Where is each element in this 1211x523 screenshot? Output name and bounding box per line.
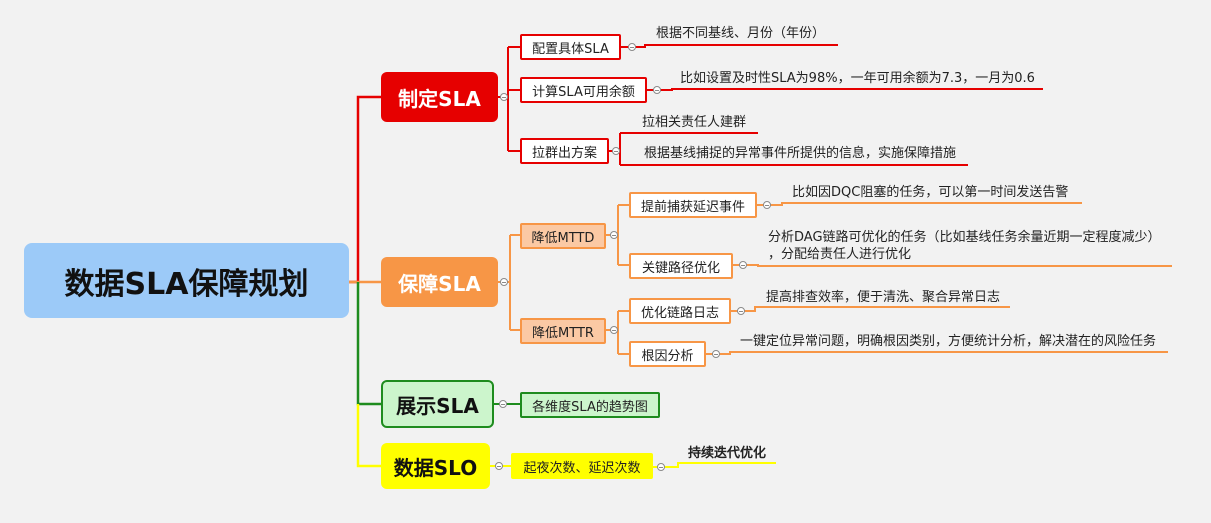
collapse-toggle-mttr[interactable] <box>610 326 618 334</box>
collapse-toggle-mttd[interactable] <box>610 231 618 239</box>
collapse-toggle-display[interactable] <box>499 400 507 408</box>
underline-log-note <box>731 306 1010 312</box>
collapse-toggle-early[interactable] <box>763 201 771 209</box>
topic-night-delay-count[interactable]: 起夜次数、延迟次数 <box>511 453 653 479</box>
branch-display-sla[interactable]: 展示SLA <box>381 380 494 428</box>
topic-config-sla[interactable]: 配置具体SLA <box>520 34 621 60</box>
underline-config-note <box>621 44 838 48</box>
branch-define-sla[interactable]: 制定SLA <box>381 72 498 122</box>
topic-group-plan[interactable]: 拉群出方案 <box>520 138 609 164</box>
collapse-toggle-night-delay[interactable] <box>657 463 665 471</box>
collapse-toggle-slo[interactable] <box>495 462 503 470</box>
note-group-2: 根据基线捕捉的异常事件所提供的信息，实施保障措施 <box>644 146 957 161</box>
topic-critical-path[interactable]: 关键路径优化 <box>629 253 733 279</box>
topic-early-capture[interactable]: 提前捕获延迟事件 <box>629 192 757 218</box>
note-config: 根据不同基线、月份（年份） <box>656 26 826 41</box>
note-group-1: 拉相关责任人建群 <box>642 115 747 130</box>
collapse-toggle-log[interactable] <box>737 307 745 315</box>
link-mttr-children <box>606 310 629 355</box>
collapse-toggle-guarantee[interactable] <box>500 278 508 286</box>
topic-reduce-mttr[interactable]: 降低MTTR <box>520 318 606 344</box>
collapse-toggle-critical[interactable] <box>739 261 747 269</box>
note-calc: 比如设置及时性SLA为98%，一年可用余额为7.3，一月为0.6 <box>680 71 1035 86</box>
topic-reduce-mttd[interactable]: 降低MTTD <box>520 223 606 249</box>
collapse-toggle-root-cause[interactable] <box>712 350 720 358</box>
topic-root-cause[interactable]: 根因分析 <box>629 341 706 367</box>
topic-calc-sla-balance[interactable]: 计算SLA可用余额 <box>520 77 647 103</box>
collapse-toggle-define[interactable] <box>500 93 508 101</box>
collapse-toggle-group[interactable] <box>612 147 620 155</box>
underline-early-note <box>757 202 1082 206</box>
underline-root-cause-note <box>706 351 1168 355</box>
link-root-display <box>356 282 381 406</box>
link-root-slo <box>356 404 381 468</box>
collapse-toggle-config[interactable] <box>628 43 636 51</box>
link-root-define <box>349 95 381 284</box>
branch-guarantee-sla[interactable]: 保障SLA <box>381 257 498 307</box>
underline-calc-note <box>647 88 1043 91</box>
branch-data-slo[interactable]: 数据SLO <box>381 443 490 489</box>
root-topic[interactable]: 数据SLA保障规划 <box>24 243 349 318</box>
underline-critical-note <box>733 264 1172 267</box>
note-critical-line2: ，分配给责任人进行优化 <box>768 247 912 262</box>
collapse-toggle-calc[interactable] <box>653 86 661 94</box>
note-continuous-iteration: 持续迭代优化 <box>688 446 767 461</box>
underline-slo-note <box>653 462 776 468</box>
note-log: 提高排查效率，便于清洗、聚合异常日志 <box>766 290 1001 305</box>
topic-optimize-log[interactable]: 优化链路日志 <box>629 298 731 324</box>
note-early: 比如因DQC阻塞的任务，可以第一时间发送告警 <box>792 185 1069 200</box>
note-critical-line1: 分析DAG链路可优化的任务（比如基线任务余量近期一定程度减少） <box>768 230 1161 245</box>
topic-trend-chart[interactable]: 各维度SLA的趋势图 <box>520 392 660 418</box>
note-root-cause: 一键定位异常问题，明确根因类别，方便统计分析，解决潜在的风险任务 <box>740 334 1157 349</box>
